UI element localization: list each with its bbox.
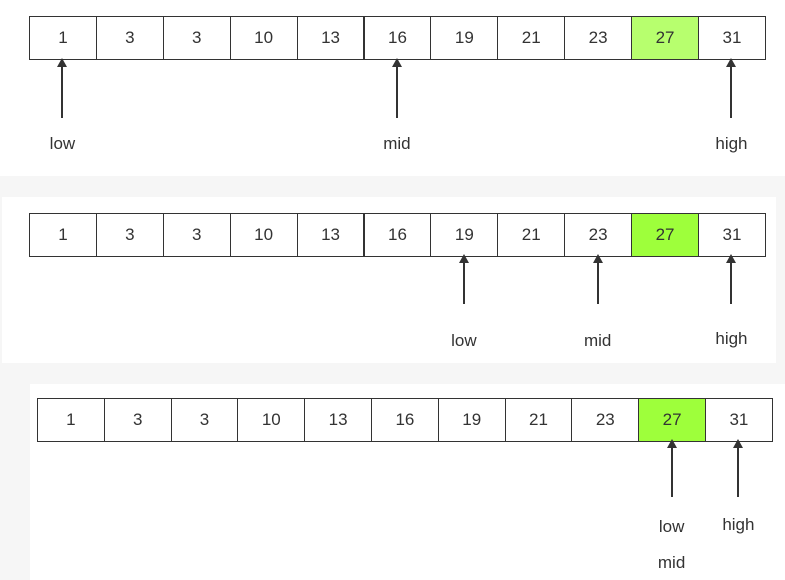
array-cell: 19 — [437, 398, 506, 442]
pointer-label-low: low — [658, 517, 685, 536]
array-cell-target: 27 — [631, 16, 699, 60]
pointer-label-mid: mid — [657, 553, 686, 572]
pointer-label-high: high — [715, 329, 748, 348]
pointer-arrow — [726, 58, 737, 118]
array-cell: 13 — [296, 16, 365, 60]
pointer-arrow — [57, 58, 68, 118]
array-cell: 13 — [296, 213, 365, 257]
pointer-label-low: low — [451, 331, 477, 350]
array-cell: 3 — [162, 213, 231, 257]
array-cell: 23 — [564, 213, 633, 257]
pointer-label-mid: mid — [383, 134, 411, 153]
array-cell: 3 — [103, 398, 172, 442]
pointer-arrow — [391, 58, 402, 118]
array-cell: 10 — [237, 398, 306, 442]
array-cell: 23 — [571, 398, 640, 442]
array-cell: 31 — [698, 213, 766, 257]
pointer-arrow — [458, 254, 469, 304]
array-cell-target: 27 — [631, 213, 699, 257]
array-cell: 1 — [37, 398, 105, 442]
array-cell: 16 — [371, 398, 439, 442]
array-cell: 21 — [504, 398, 573, 442]
array-cell: 1 — [29, 213, 97, 257]
pointer-arrow — [666, 439, 677, 497]
array-cell: 10 — [229, 213, 298, 257]
pointer-arrow — [726, 254, 737, 304]
pointer-label-low: low — [49, 134, 76, 153]
array-cell-target: 27 — [638, 398, 706, 442]
array-cell: 1 — [29, 16, 97, 60]
array-cell: 23 — [564, 16, 633, 60]
array-cell: 31 — [705, 398, 773, 442]
array-cell: 3 — [170, 398, 239, 442]
pointer-arrow — [733, 439, 744, 497]
array-cell: 13 — [304, 398, 372, 442]
array-cell: 16 — [363, 16, 432, 60]
array-cell: 21 — [497, 16, 566, 60]
array-cell: 3 — [95, 213, 164, 257]
array-cell: 21 — [497, 213, 566, 257]
pointer-arrow — [592, 254, 603, 304]
array-cell: 10 — [229, 16, 298, 60]
array-cell: 3 — [95, 16, 164, 60]
pointer-label-mid: mid — [583, 331, 612, 350]
pointer-label-high: high — [722, 515, 755, 534]
array-cell: 3 — [162, 16, 231, 60]
array-cell: 19 — [430, 16, 499, 60]
array-cell: 31 — [698, 16, 766, 60]
array-cell: 19 — [430, 213, 499, 257]
array-cell: 16 — [363, 213, 432, 257]
pointer-label-high: high — [715, 134, 748, 153]
